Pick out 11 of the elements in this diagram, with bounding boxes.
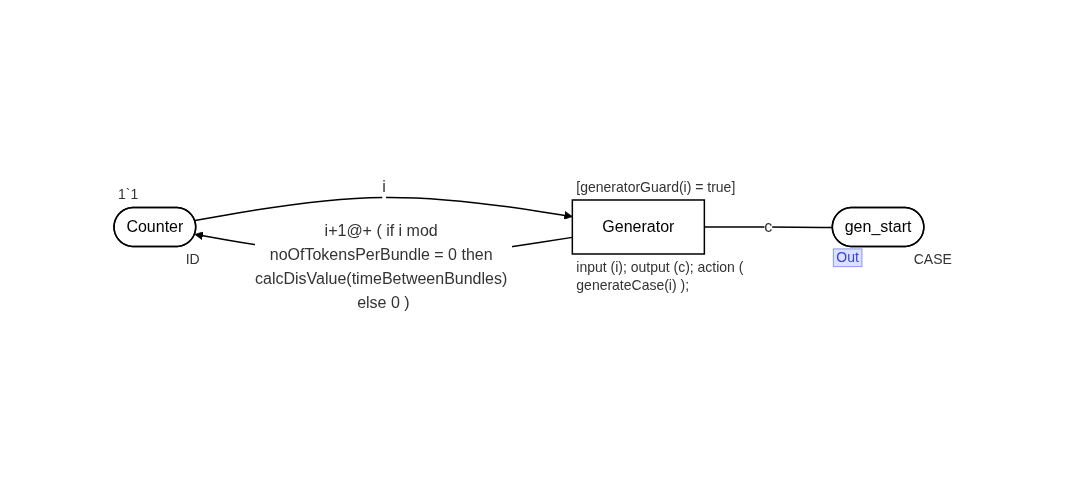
- edge-label: c: [764, 218, 773, 236]
- annotation-text: CASE: [913, 251, 952, 268]
- annotation-text: input (i); output (c); action ( generateCase(i) );: [576, 259, 744, 294]
- edge-label: i+1@+ ( if i mod noOfTokensPerBundle = 0 then calcDisValue(timeBetweenBundles) else 0 ): [255, 221, 508, 311]
- arrow: [194, 196, 573, 222]
- inscription-text: 1`1: [118, 186, 139, 203]
- port-tag: Out: [832, 248, 863, 268]
- annotation-text: ID: [185, 251, 200, 268]
- inscription-text: [generatorGuard(i) = true]: [576, 179, 736, 196]
- node-box: Generator: [571, 199, 706, 255]
- edge-label: i: [382, 178, 386, 196]
